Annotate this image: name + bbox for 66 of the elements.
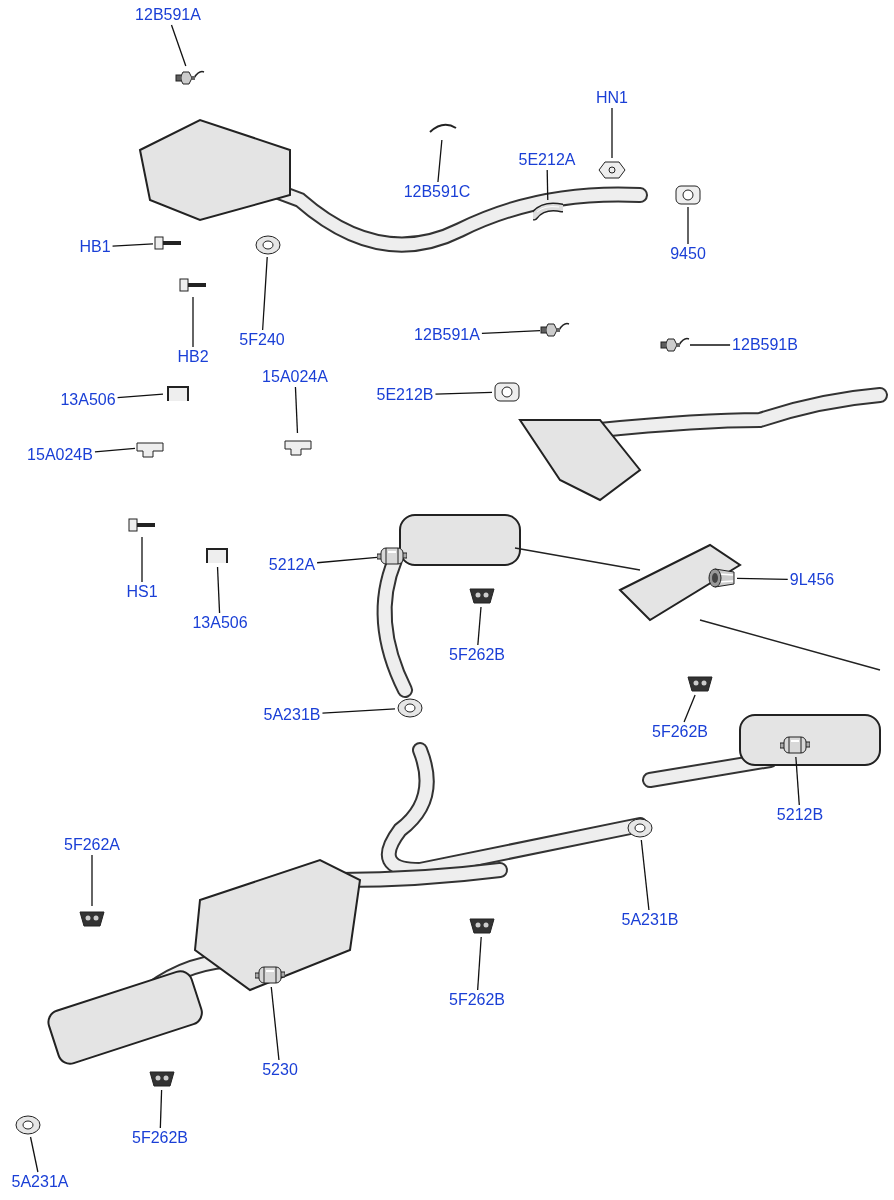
part-number-label: 5F240 bbox=[237, 330, 287, 350]
pipe-clamp-drawing bbox=[395, 696, 425, 720]
part-number-label: 13A506 bbox=[58, 390, 118, 410]
leader-line bbox=[141, 536, 143, 583]
part-number-label: 12B591A bbox=[412, 325, 482, 345]
leader-line bbox=[687, 206, 689, 245]
part-number-label: 5F262B bbox=[130, 1128, 190, 1148]
pipe-flange-drawing bbox=[492, 380, 522, 404]
leader-line bbox=[795, 756, 800, 806]
part-number-label: 5F262B bbox=[650, 722, 710, 742]
part-number-label: HN1 bbox=[594, 88, 630, 108]
leader-line bbox=[216, 566, 221, 614]
part-number-label: 5F262A bbox=[62, 835, 122, 855]
part-number-label: 9L456 bbox=[787, 570, 837, 590]
part-number-label: HB1 bbox=[77, 237, 113, 257]
leader-line bbox=[159, 1089, 163, 1129]
part-number-label: 12B591C bbox=[401, 182, 473, 202]
part-number-label: 13A506 bbox=[190, 613, 250, 633]
leader-line bbox=[192, 296, 194, 348]
part-number-label: 5E212A bbox=[516, 150, 578, 170]
part-number-label: 12B591B bbox=[730, 335, 800, 355]
part-number-label: HS1 bbox=[124, 582, 160, 602]
leader-line bbox=[170, 24, 187, 67]
leader-line bbox=[94, 447, 136, 453]
leader-line bbox=[640, 839, 650, 911]
muffler-drawing bbox=[377, 544, 407, 568]
leader-line bbox=[29, 1136, 39, 1173]
leader-line bbox=[683, 694, 696, 723]
part-number-label: 15A024A bbox=[260, 367, 330, 387]
nut-drawing bbox=[597, 158, 627, 182]
part-number-label: 5212A bbox=[266, 555, 318, 575]
part-number-label: HB2 bbox=[175, 347, 211, 367]
leader-line bbox=[294, 386, 299, 434]
leader-line bbox=[477, 606, 482, 646]
part-number-label: 5A231B bbox=[261, 705, 323, 725]
part-number-label: 5A231A bbox=[9, 1172, 71, 1192]
muffler-drawing bbox=[255, 963, 285, 987]
leader-line bbox=[434, 391, 493, 395]
leader-line bbox=[111, 243, 154, 247]
leader-line bbox=[546, 169, 549, 201]
gasket-drawing bbox=[673, 183, 703, 207]
leader-line bbox=[736, 577, 789, 581]
leader-line bbox=[91, 854, 93, 907]
part-number-label: 15A024B bbox=[25, 445, 95, 465]
part-number-label: 5230 bbox=[260, 1060, 300, 1080]
part-number-label: 12B591A bbox=[133, 5, 203, 25]
leader-line bbox=[116, 393, 164, 399]
part-number-label: 5E212B bbox=[374, 385, 436, 405]
leader-line bbox=[321, 708, 396, 714]
leader-line bbox=[262, 256, 268, 331]
leader-line bbox=[437, 139, 443, 183]
leader-line bbox=[270, 986, 280, 1061]
leader-line bbox=[481, 330, 541, 335]
part-number-label: 5212B bbox=[774, 805, 826, 825]
leader-line bbox=[611, 107, 613, 159]
part-number-label: 5A231B bbox=[619, 910, 681, 930]
tailpipe-tip-drawing bbox=[707, 566, 737, 590]
pipe-clamp-drawing bbox=[625, 816, 655, 840]
part-number-label: 5F262B bbox=[447, 990, 507, 1010]
part-number-label: 9450 bbox=[668, 244, 708, 264]
rubber-mount-drawing bbox=[253, 233, 283, 257]
leader-line bbox=[477, 936, 482, 991]
pipe-clamp-drawing bbox=[13, 1113, 43, 1137]
leader-line bbox=[316, 556, 378, 564]
leader-line bbox=[689, 344, 731, 346]
part-number-label: 5F262B bbox=[447, 645, 507, 665]
